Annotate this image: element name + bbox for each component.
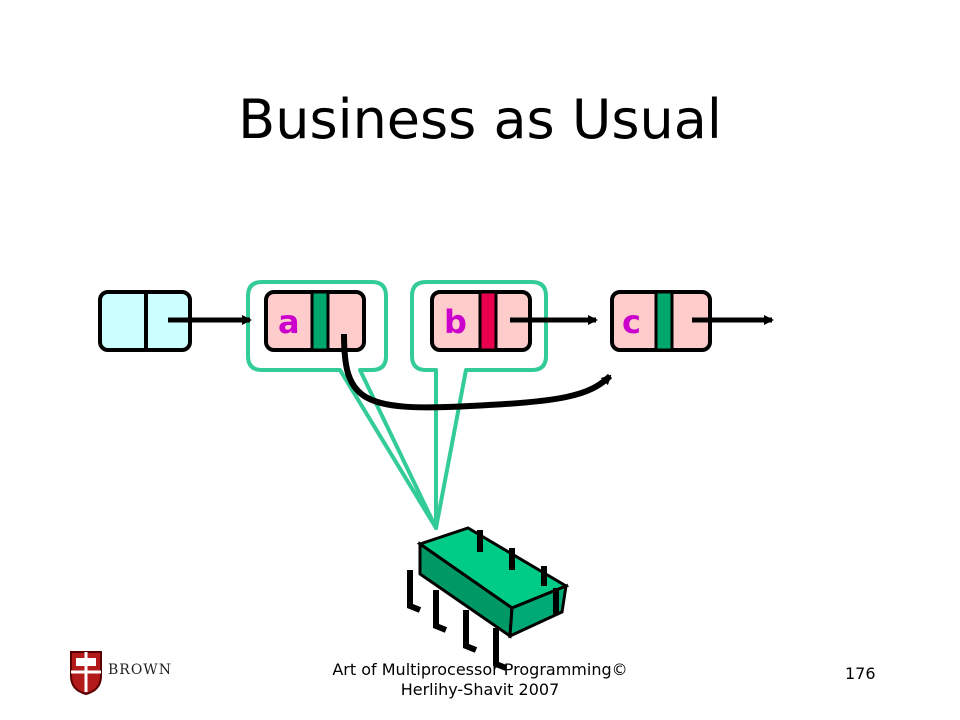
arrow-a-to-c <box>341 333 613 411</box>
node-label-c: c <box>622 303 641 341</box>
processor-chip-icon <box>407 526 570 671</box>
lock-c-green <box>654 290 674 352</box>
logo-text: BROWN <box>108 662 172 678</box>
slide-title: Business as Usual <box>238 88 722 151</box>
list-node-head <box>98 290 192 352</box>
page-number: 176 <box>845 664 876 683</box>
list-node-a: a <box>264 290 366 352</box>
callout-a <box>246 280 438 530</box>
list-node-b: b <box>430 290 532 352</box>
callout-b <box>410 280 548 530</box>
node-label-b: b <box>444 303 467 341</box>
footer-text: Art of Multiprocessor Programming© Herli… <box>332 660 628 699</box>
brown-shield-icon <box>70 651 102 696</box>
lock-b-red <box>478 290 498 352</box>
lock-a-green <box>310 290 330 352</box>
node-label-a: a <box>278 303 300 341</box>
